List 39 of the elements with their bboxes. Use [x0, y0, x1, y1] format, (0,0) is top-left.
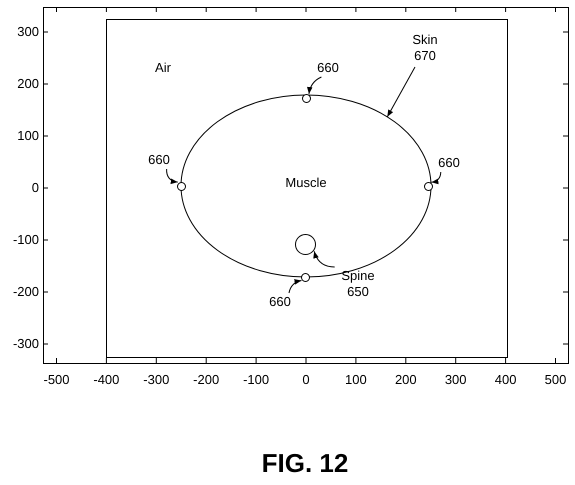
tick-label: 0 [301, 372, 311, 388]
tick-label: 500 [544, 372, 568, 388]
region-label: Muscle [284, 175, 328, 191]
part-label: Skin 670 [402, 32, 448, 66]
callout-number: 660 [312, 60, 344, 76]
tick-label: 300 [444, 372, 468, 388]
tick-label: -200 [12, 284, 39, 300]
tick-label: 0 [30, 180, 39, 196]
region-label: Air [154, 60, 172, 76]
tick-label: 100 [344, 372, 368, 388]
figure-caption: FIG. 12 [260, 448, 350, 478]
marker-circle [176, 182, 186, 190]
leader-line [430, 172, 442, 184]
tick-label: 100 [16, 128, 39, 144]
callout-number: 660 [433, 155, 465, 171]
plot-frame [106, 19, 508, 358]
tick-label: 200 [394, 372, 418, 388]
marker-circle [300, 272, 310, 282]
part-label: Spine 650 [334, 268, 382, 302]
tick-label: -200 [192, 372, 220, 388]
tick-label: -400 [92, 372, 120, 388]
leader-line [288, 279, 302, 294]
callout-number: 660 [264, 294, 296, 310]
leader-line [386, 66, 416, 118]
tick-label: -100 [12, 232, 39, 248]
spine-circle [295, 234, 316, 255]
leader-line [307, 76, 322, 94]
tick-label: -300 [142, 372, 170, 388]
leader-line [314, 250, 336, 268]
leader-line [166, 168, 178, 184]
callout-number: 660 [143, 152, 175, 168]
marker-circle [424, 182, 432, 190]
marker-circle [302, 94, 310, 102]
tick-label: -500 [42, 372, 71, 388]
tick-label: 300 [16, 24, 39, 40]
tick-label: 200 [16, 76, 39, 92]
tick-label: -100 [242, 372, 270, 388]
tick-label: 400 [494, 372, 518, 388]
tick-label: -300 [12, 336, 39, 352]
